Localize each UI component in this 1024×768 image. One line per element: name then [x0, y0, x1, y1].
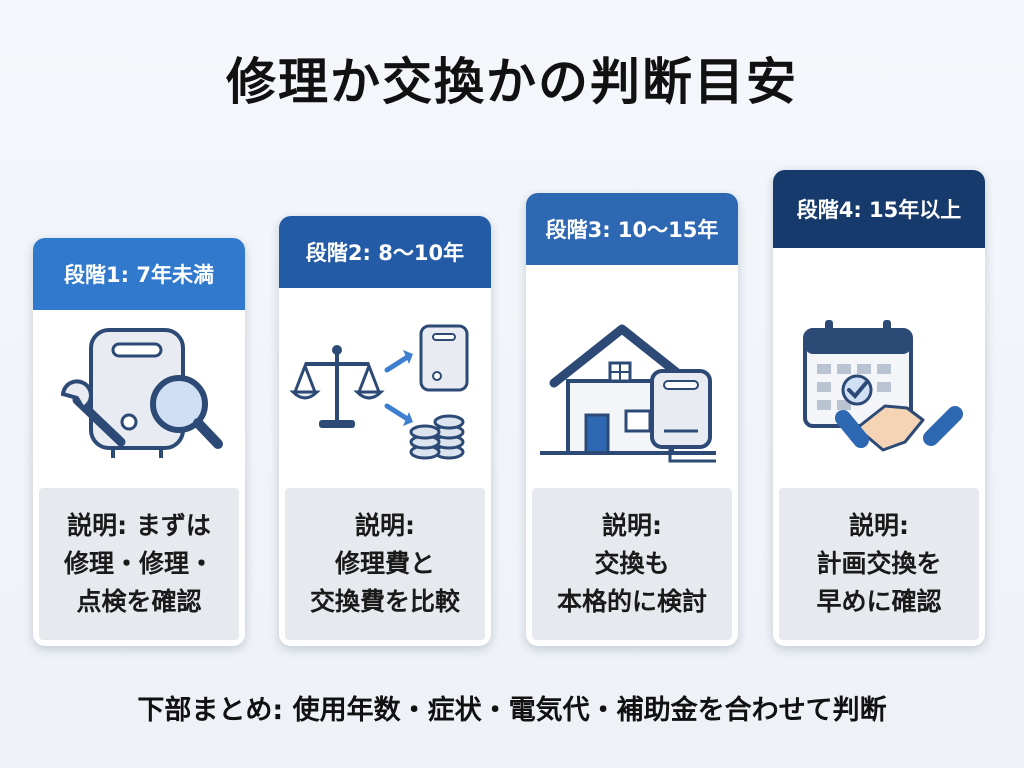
stage-4-desc-line-2: 計画交換を [816, 549, 942, 578]
stage-card-3: 段階3: 10〜15年 説明: 交換も 本格的に検討 [526, 193, 738, 646]
scale-heater-coins-icon [289, 324, 469, 460]
stage-2-desc-line-3: 交換費を比較 [309, 587, 460, 616]
stage-4-label: 段階4: 15年以上 [796, 198, 962, 222]
stage-1-header: 段階1: 7年未満 [33, 238, 245, 310]
stage-1-desc-line-1: 説明: まずは [67, 511, 211, 540]
stage-card-2: 段階2: 8〜10年 説明: 修理費と 交換 [279, 216, 491, 646]
stage-1-description: 説明: まずは 修理・修理・ 点検を確認 [39, 488, 239, 640]
house-heater-icon [540, 324, 716, 463]
water-heater-wrench-magnifier-icon [60, 328, 223, 458]
stage-2-desc-line-1: 説明: [355, 511, 415, 540]
stage-4-desc-line-3: 早めに確認 [816, 587, 942, 616]
stage-2-label: 段階2: 8〜10年 [305, 241, 465, 265]
stage-1-desc-line-3: 点検を確認 [76, 587, 202, 616]
stage-3-header: 段階3: 10〜15年 [526, 193, 738, 265]
stage-2-description: 説明: 修理費と 交換費を比較 [285, 488, 485, 640]
stage-3-desc-line-2: 交換も [594, 549, 670, 578]
stage-1-desc-line-2: 修理・修理・ [63, 549, 214, 578]
stage-4-desc-line-1: 説明: [849, 511, 909, 540]
stage-card-1: 段階1: 7年未満 説明: まずは 修理・修理・ 点検を確認 [33, 238, 245, 646]
stage-3-label: 段階3: 10〜15年 [545, 218, 719, 242]
summary-footer: 下部まとめ: 使用年数・症状・電気代・補助金を合わせて判断 [137, 695, 887, 726]
stage-3-desc-line-1: 説明: [602, 511, 662, 540]
stage-3-description: 説明: 交換も 本格的に検討 [532, 488, 732, 640]
stage-3-desc-line-3: 本格的に検討 [556, 587, 707, 616]
stage-card-4: 段階4: 15年以上 説明: 計画交換を 早めに確認 [773, 170, 985, 646]
stage-4-description: 説明: 計画交換を 早めに確認 [779, 488, 979, 640]
stage-2-header: 段階2: 8〜10年 [279, 216, 491, 288]
page-title: 修理か交換かの判断目安 [226, 53, 798, 111]
stage-1-label: 段階1: 7年未満 [64, 263, 214, 287]
calendar-handshake-icon [803, 320, 963, 452]
stage-4-header: 段階4: 15年以上 [773, 170, 985, 248]
stage-2-desc-line-2: 修理費と [334, 549, 435, 578]
